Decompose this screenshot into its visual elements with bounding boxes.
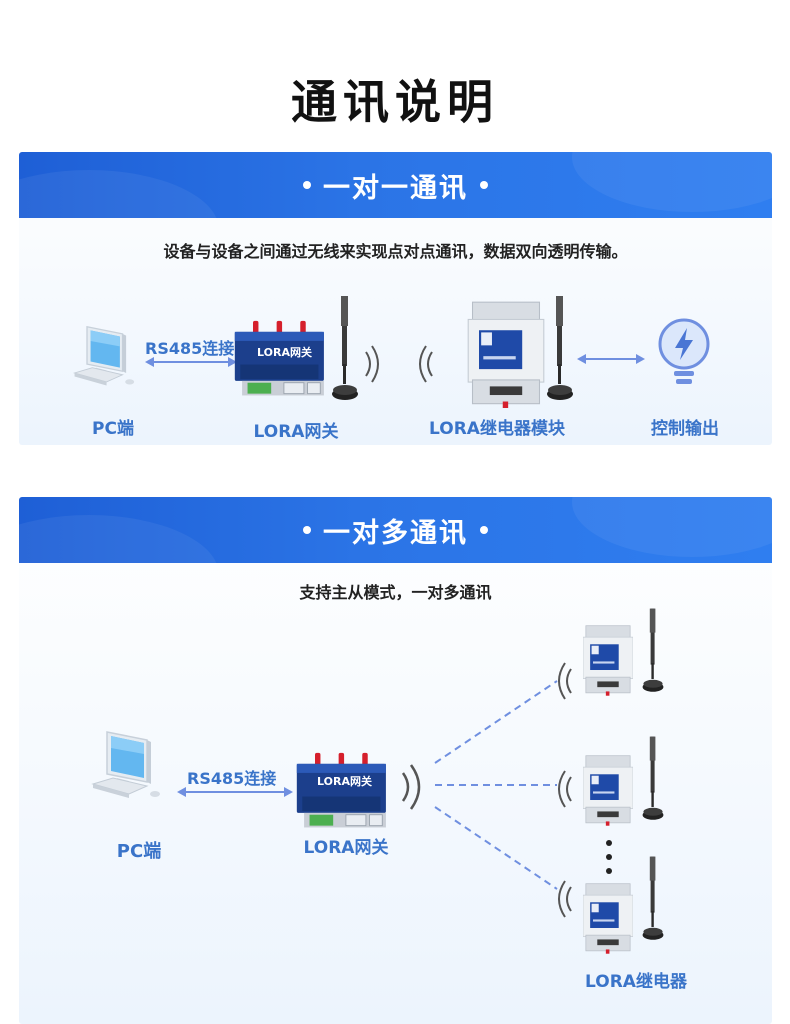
relay-device: [583, 753, 633, 827]
wifi-signal-icon: [365, 345, 379, 383]
arrow-double-icon: [177, 787, 293, 797]
lightbulb-icon: [658, 318, 710, 384]
bullet-icon: [303, 181, 311, 189]
relay-device: [467, 300, 545, 408]
page-title: 通讯说明: [291, 75, 499, 129]
arrow-double-icon: [577, 354, 645, 364]
wifi-signal-icon: [558, 662, 572, 700]
section-description: 设备与设备之间通过无线来实现点对点通讯，数据双向透明传输。: [163, 242, 628, 261]
section-heading: 一对多通讯: [323, 517, 468, 549]
gateway-device: [233, 317, 333, 403]
wifi-signal-icon: [558, 770, 572, 808]
computer-icon: [71, 317, 151, 397]
antenna-icon: [330, 294, 360, 404]
gateway-device: [295, 749, 395, 835]
bullet-icon: [303, 526, 311, 534]
section-heading: 一对一通讯: [323, 172, 468, 204]
gateway-label: LORA网关: [253, 422, 339, 442]
section-banner: 一对一通讯: [19, 152, 772, 218]
one-to-one-section: 一对一通讯 设备与设备之间通过无线来实现点对点通讯，数据双向透明传输。 PC端 …: [19, 152, 772, 445]
antenna-icon: [641, 851, 665, 947]
arrow-double-icon: [145, 357, 237, 367]
section-banner: 一对多通讯: [19, 497, 772, 563]
wifi-signal-icon: [558, 880, 572, 918]
gateway-device-text: LORA网关: [317, 775, 372, 788]
wifi-signal-icon: [401, 764, 421, 810]
bullet-icon: [480, 526, 488, 534]
control-output-label: 控制输出: [651, 419, 719, 439]
pc-label: PC端: [116, 841, 162, 862]
relay-module-label: LORA继电器模块: [429, 419, 565, 439]
bullet-icon: [480, 181, 488, 189]
rs485-label: RS485连接: [187, 769, 277, 788]
section-description: 支持主从模式，一对多通讯: [299, 583, 492, 602]
antenna-icon: [641, 603, 665, 699]
pc-label: PC端: [92, 419, 134, 439]
one-to-many-section: 一对多通讯 支持主从模式，一对多通讯 PC端 RS485连接 LORA网关 LO…: [19, 497, 772, 1024]
antenna-icon: [641, 731, 665, 827]
antenna-icon: [545, 294, 575, 404]
relay-device: [583, 881, 633, 955]
relay-device: [583, 623, 633, 697]
relay-label: LORA继电器: [585, 972, 687, 992]
gateway-label: LORA网关: [303, 838, 389, 858]
computer-icon: [89, 725, 179, 807]
rs485-label: RS485连接: [145, 339, 235, 358]
gateway-device-text: LORA网关: [257, 346, 312, 359]
wifi-signal-icon: [419, 345, 433, 383]
connection-lines: [434, 680, 558, 890]
ellipsis-dots: [606, 840, 612, 874]
